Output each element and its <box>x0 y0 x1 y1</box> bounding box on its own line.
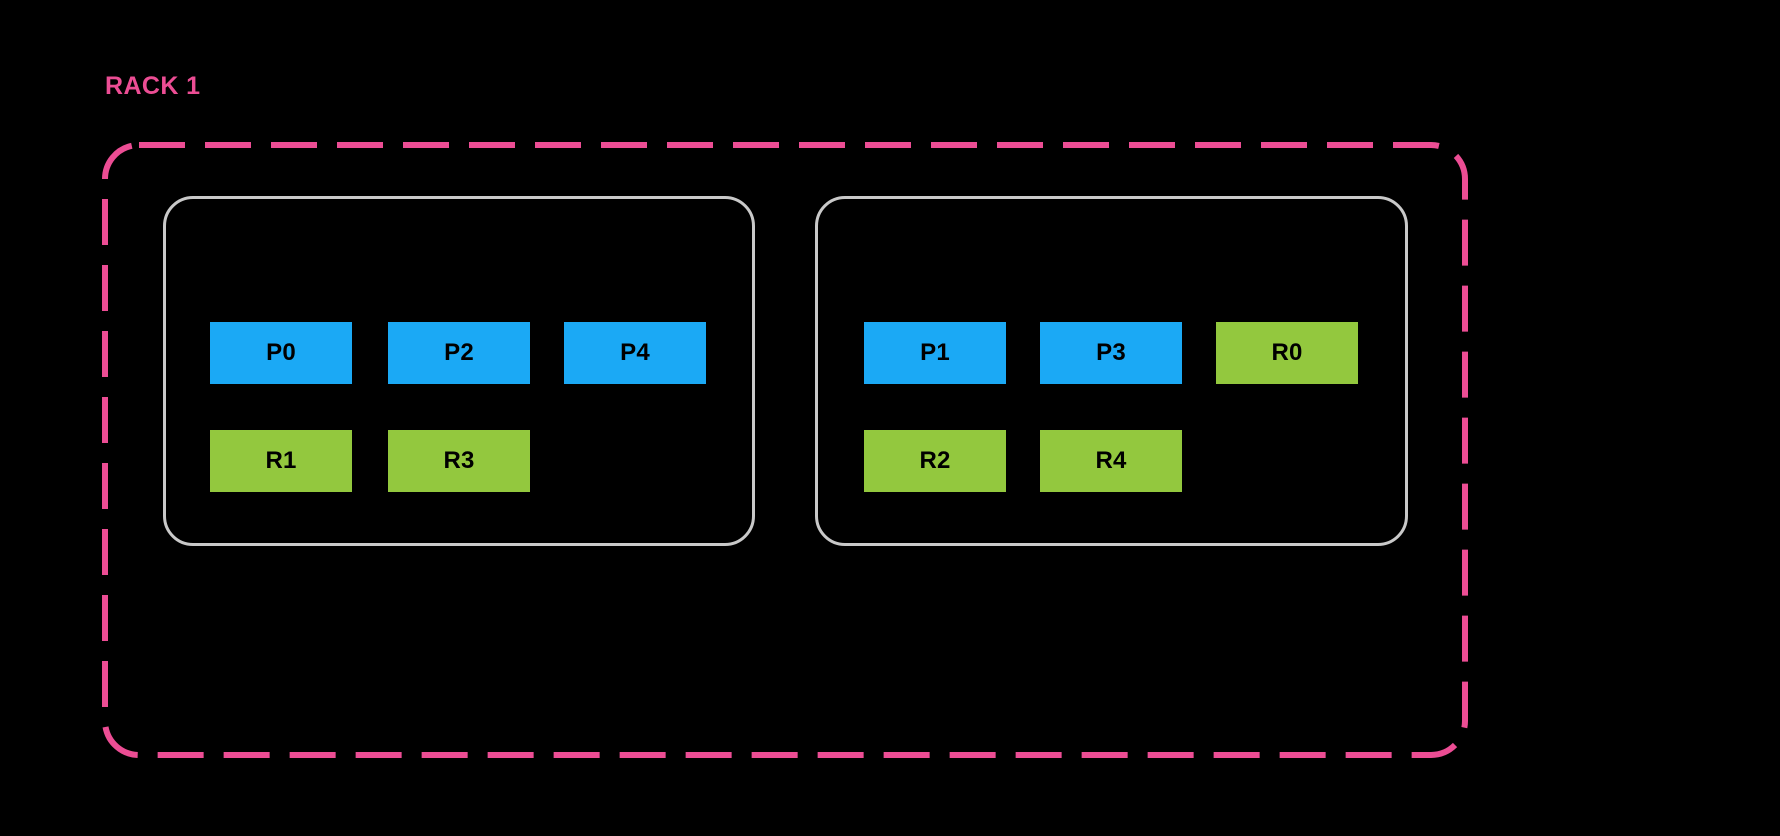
shard-r3[interactable]: R3 <box>388 430 530 492</box>
node-left <box>163 196 755 546</box>
shard-p1[interactable]: P1 <box>864 322 1006 384</box>
shard-r0[interactable]: R0 <box>1216 322 1358 384</box>
shard-p3[interactable]: P3 <box>1040 322 1182 384</box>
rack-label: RACK 1 <box>105 72 201 100</box>
shard-p4[interactable]: P4 <box>564 322 706 384</box>
node-right <box>815 196 1408 546</box>
shard-p2[interactable]: P2 <box>388 322 530 384</box>
shard-p0[interactable]: P0 <box>210 322 352 384</box>
shard-r4[interactable]: R4 <box>1040 430 1182 492</box>
shard-r1[interactable]: R1 <box>210 430 352 492</box>
shard-r2[interactable]: R2 <box>864 430 1006 492</box>
